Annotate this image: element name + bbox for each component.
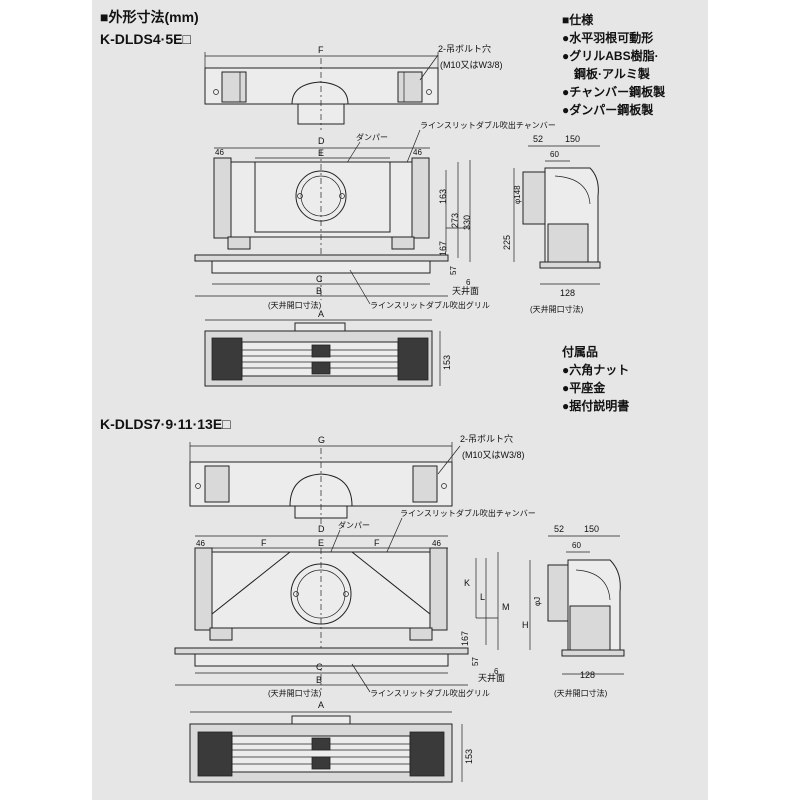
model-title-1: K-DLDS4·5E□	[100, 31, 191, 47]
dim-46-right: 46	[413, 148, 422, 157]
spec-item: ●ダンパー鋼板製	[562, 102, 654, 117]
dim-B: B	[316, 286, 322, 296]
top-side-view: 52 150 60 225 φ148 128 (天井開口寸法)	[502, 134, 601, 314]
side-dim-52-2: 52	[554, 524, 564, 534]
dim-6: 6	[466, 278, 471, 287]
dim-F: F	[318, 45, 324, 55]
dim-46-left: 46	[215, 148, 224, 157]
dim-46-right-2: 46	[432, 539, 441, 548]
dim-C: C	[316, 274, 323, 284]
spec-item: ●チャンバー鋼板製	[562, 84, 666, 99]
dim-E-2: E	[318, 538, 324, 548]
grille-label: ラインスリットダブル吹出グリル	[370, 300, 490, 310]
bottom-front-view: ラインスリットダブル吹出チャンバー D ダンパー E F F 46 46 C B…	[174, 508, 536, 698]
dim-57-2: 57	[471, 657, 480, 666]
ceiling-face-label: 天井面	[452, 285, 479, 296]
side-dim-phi: φ148	[513, 185, 522, 204]
dim-153: 153	[442, 355, 452, 370]
top-plan-view: F 2-吊ボルト穴 (M10又はW3/8)	[204, 43, 503, 130]
accessory-item: ●平座金	[562, 380, 606, 395]
model-title-2: K-DLDS7·9·11·13E□	[100, 416, 231, 432]
side-dim-60-2: 60	[572, 541, 581, 550]
dim-57: 57	[449, 266, 458, 275]
top-grille-view: A 153	[204, 309, 452, 387]
dim-B-2: B	[316, 675, 322, 685]
damper-label: ダンパー	[356, 132, 388, 142]
side-dim-225: 225	[502, 235, 512, 250]
spec-item: ●グリルABS樹脂·	[562, 48, 659, 63]
dim-330: 330	[462, 215, 472, 230]
dim-167: 167	[438, 241, 448, 256]
chamber-label-2: ラインスリットダブル吹出チャンバー	[400, 508, 536, 518]
chamber-label: ラインスリットダブル吹出チャンバー	[420, 120, 556, 130]
dim-D: D	[318, 136, 325, 146]
bolt-hole-label-2: 2-吊ボルト穴	[460, 433, 513, 444]
damper-label-2: ダンパー	[338, 520, 370, 530]
spec-item: ●水平羽根可動形	[562, 30, 653, 45]
bolt-hole-spec: (M10又はW3/8)	[440, 60, 503, 70]
bottom-grille-view: A 153	[189, 700, 474, 783]
side-dim-60: 60	[550, 150, 559, 159]
dim-163: 163	[438, 189, 448, 204]
specs-title: ■仕様	[562, 12, 594, 27]
bolt-hole-spec-2: (M10又はW3/8)	[462, 450, 525, 460]
dim-F-right: F	[374, 538, 380, 548]
accessory-item: ●据付説明書	[562, 398, 629, 413]
drawing-sheet	[92, 0, 708, 800]
side-dim-128-2: 128	[580, 670, 595, 680]
dim-M: M	[502, 602, 510, 612]
dim-153-2: 153	[464, 749, 474, 764]
dim-C-2: C	[316, 662, 323, 672]
side-dim-128: 128	[560, 288, 575, 298]
spec-item: 鋼板·アルミ製	[562, 66, 651, 81]
dim-46-left-2: 46	[196, 539, 205, 548]
dim-6-2: 6	[494, 667, 499, 676]
side-dim-150-2: 150	[584, 524, 599, 534]
dim-F-left: F	[261, 538, 267, 548]
dim-L: L	[480, 592, 485, 602]
bottom-side-view: 52 150 60 H φJ 128 (天井開口寸法)	[522, 524, 625, 698]
dim-273: 273	[450, 213, 460, 228]
dim-167-2: 167	[460, 631, 470, 646]
side-dim-H: H	[522, 620, 529, 630]
dim-G: G	[318, 435, 325, 445]
ceiling-face-label-2: 天井面	[478, 672, 505, 683]
dim-A: A	[318, 309, 324, 319]
side-dim-52: 52	[533, 134, 543, 144]
accessory-item: ●六角ナット	[562, 362, 629, 377]
top-front-view: ラインスリットダブル吹出チャンバー D ダンパー E 46 46 C B (天井…	[194, 120, 556, 310]
accessories-title: 付属品	[562, 344, 598, 359]
dim-K: K	[464, 578, 470, 588]
bottom-plan-view: G 2-吊ボルト穴 (M10又はW3/8)	[189, 433, 525, 524]
side-dim-phiJ: φJ	[533, 597, 542, 606]
section-title: ■外形寸法(mm)	[100, 9, 199, 25]
accessories-block: 付属品 ●六角ナット ●平座金 ●据付説明書	[562, 344, 629, 413]
side-ceiling-opening-2: (天井開口寸法)	[554, 688, 608, 698]
side-ceiling-opening: (天井開口寸法)	[530, 304, 584, 314]
dim-D-2: D	[318, 524, 325, 534]
side-dim-150: 150	[565, 134, 580, 144]
grille-label-2: ラインスリットダブル吹出グリル	[370, 688, 490, 698]
bolt-hole-label: 2-吊ボルト穴	[438, 43, 491, 54]
ceiling-opening-label: (天井開口寸法)	[268, 300, 322, 310]
ceiling-opening-label-2: (天井開口寸法)	[268, 688, 322, 698]
specs-block: ■仕様 ●水平羽根可動形 ●グリルABS樹脂· 鋼板·アルミ製 ●チャンバー鋼板…	[562, 12, 666, 117]
dim-A-2: A	[318, 700, 324, 710]
